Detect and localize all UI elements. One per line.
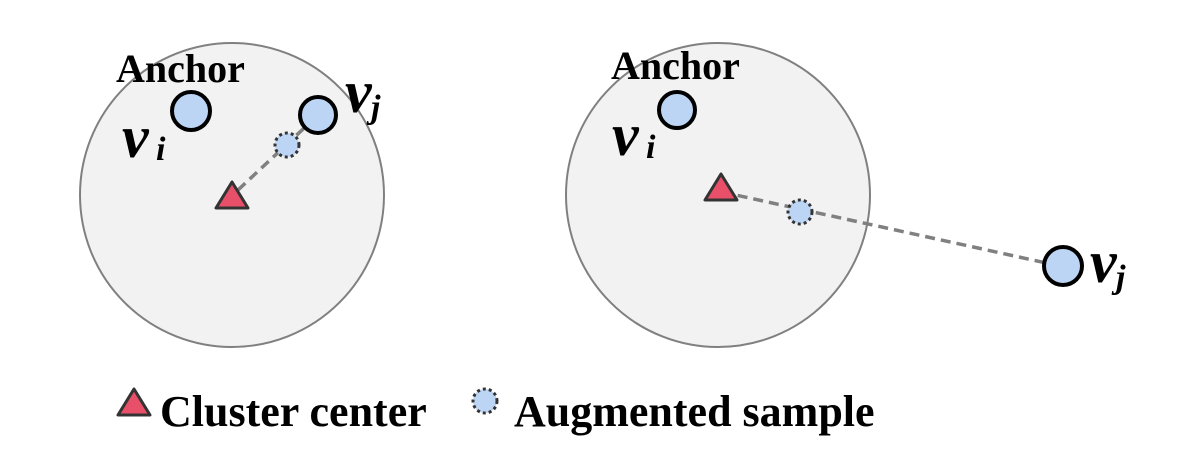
label-vi: v i <box>122 104 166 170</box>
anchor-label: Anchor <box>611 43 740 88</box>
node-vj <box>1042 245 1084 287</box>
augmented-sample-node <box>273 131 301 159</box>
node-vj <box>298 95 338 135</box>
label-vj: v j <box>345 59 381 126</box>
vj-main: v <box>345 59 373 125</box>
triangle-icon <box>116 387 152 417</box>
panel-right: Anchor v i v j <box>565 42 1126 348</box>
legend-cluster-center-label: Cluster center <box>160 387 427 436</box>
legend-item-augmented-sample: Augmented sample <box>471 387 875 436</box>
anchor-label: Anchor <box>116 46 245 91</box>
vi-main: v <box>122 104 150 170</box>
legend: Cluster center Augmented sample <box>116 387 875 436</box>
vi-main: v <box>612 102 640 168</box>
cluster-center-triangle <box>214 180 250 210</box>
vj-main: v <box>1090 229 1118 295</box>
label-vi: v i <box>612 102 656 168</box>
cluster-center-triangle <box>703 172 739 202</box>
legend-item-cluster-center: Cluster center <box>116 387 427 436</box>
node-vi <box>170 90 212 132</box>
vi-sub: i <box>156 131 166 168</box>
dashed-connector <box>721 190 1061 268</box>
panel-left: Anchor v i v j <box>79 42 385 348</box>
legend-augmented-sample-label: Augmented sample <box>514 387 875 436</box>
label-vj: v j <box>1090 229 1126 296</box>
dotted-circle-icon <box>471 387 499 415</box>
vi-sub: i <box>646 129 656 166</box>
node-vi <box>657 90 697 130</box>
dashed-connector <box>236 115 318 192</box>
augmented-sample-node <box>786 198 814 226</box>
